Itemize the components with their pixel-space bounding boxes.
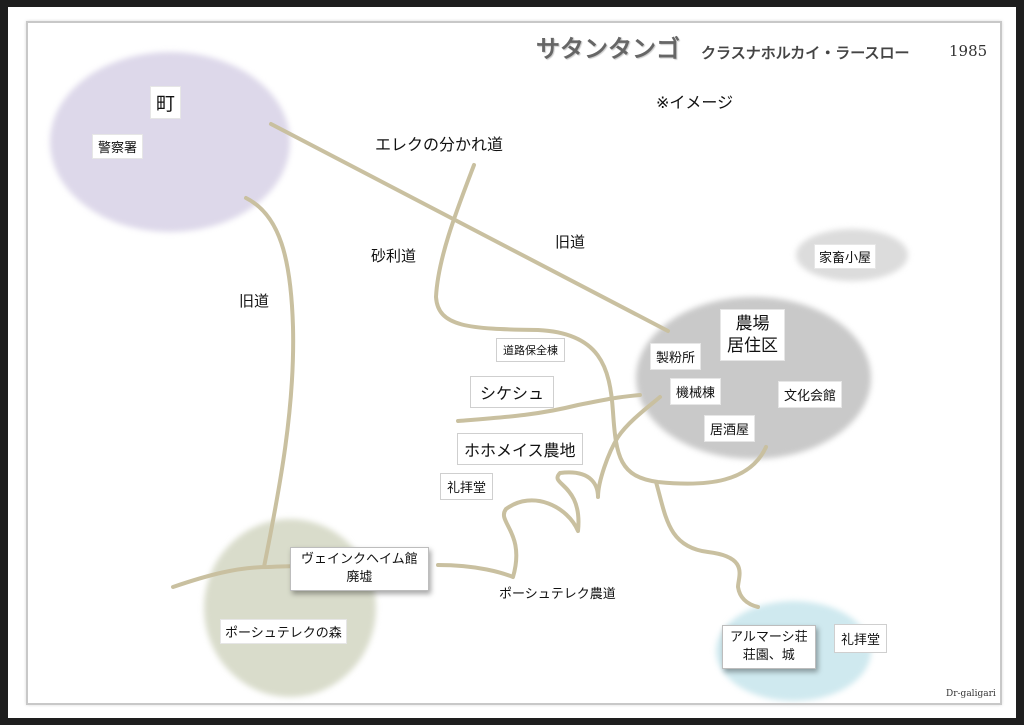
cultural-hall-label: 文化会館 [778,381,843,408]
hohomeis-farmland-label: ホホメイス農地 [457,433,583,465]
wenckheim-label-line2: 廃墟 [346,570,373,585]
mill-label: 製粉所 [650,343,702,370]
road-gravel [434,163,768,486]
author-credit: Dr-galigari [946,689,996,699]
barn-label: 家畜小屋 [814,244,877,269]
almasi-manor-label: アルマーシ荘 荘園、城 [722,625,816,669]
road-network [171,122,768,609]
gravel-road-label: 砂利道 [371,247,417,265]
poshtelek-farm-road-label: ポーシュテレク農道 [499,587,616,602]
road-old-road-upper [269,122,670,333]
almasi-label-line1: アルマーシ荘 [730,630,808,645]
road-to-almasi [654,480,760,609]
almasi-label-line2: 荘園、城 [742,648,795,663]
town-label: 町 [150,86,182,119]
farm-label-line2: 居住区 [727,336,778,356]
machine-shed-label: 機械棟 [670,378,722,405]
forest-label: ポーシュテレクの森 [220,619,347,644]
road-old-road-left [244,196,296,569]
image-note: ※イメージ [656,93,734,112]
page-title: サタンタンゴ [536,35,680,63]
wenckheim-ruins-label: ヴェインクヘイム館 廃墟 [290,547,429,591]
chapel-right-label: 礼拝堂 [834,624,888,653]
shikeshu-label: シケシュ [470,376,555,408]
wenckheim-label-line1: ヴェインクヘイム館 [301,552,418,567]
police-station-label: 警察署 [92,134,144,159]
tavern-label: 居酒屋 [704,415,756,442]
farm-label-line1: 農場 [735,314,770,334]
publication-year: 1985 [949,42,988,60]
old-road-left-label: 旧道 [239,292,270,310]
farm-settlement-label: 農場 居住区 [720,309,785,361]
map-canvas: サタンタンゴ クラスナホルカイ・ラースロー 1985 ※イメージ 町 警察署 農… [8,7,1016,718]
elek-fork-label: エレクの分かれ道 [375,135,504,154]
old-road-upper-label: 旧道 [555,233,586,251]
author-name: クラスナホルカイ・ラースロー [701,44,910,62]
chapel-center-label: 礼拝堂 [440,473,494,500]
road-poshtelek-farm [436,395,662,579]
road-shikeshu [456,393,642,423]
road-maintenance-label: 道路保全棟 [496,338,565,362]
